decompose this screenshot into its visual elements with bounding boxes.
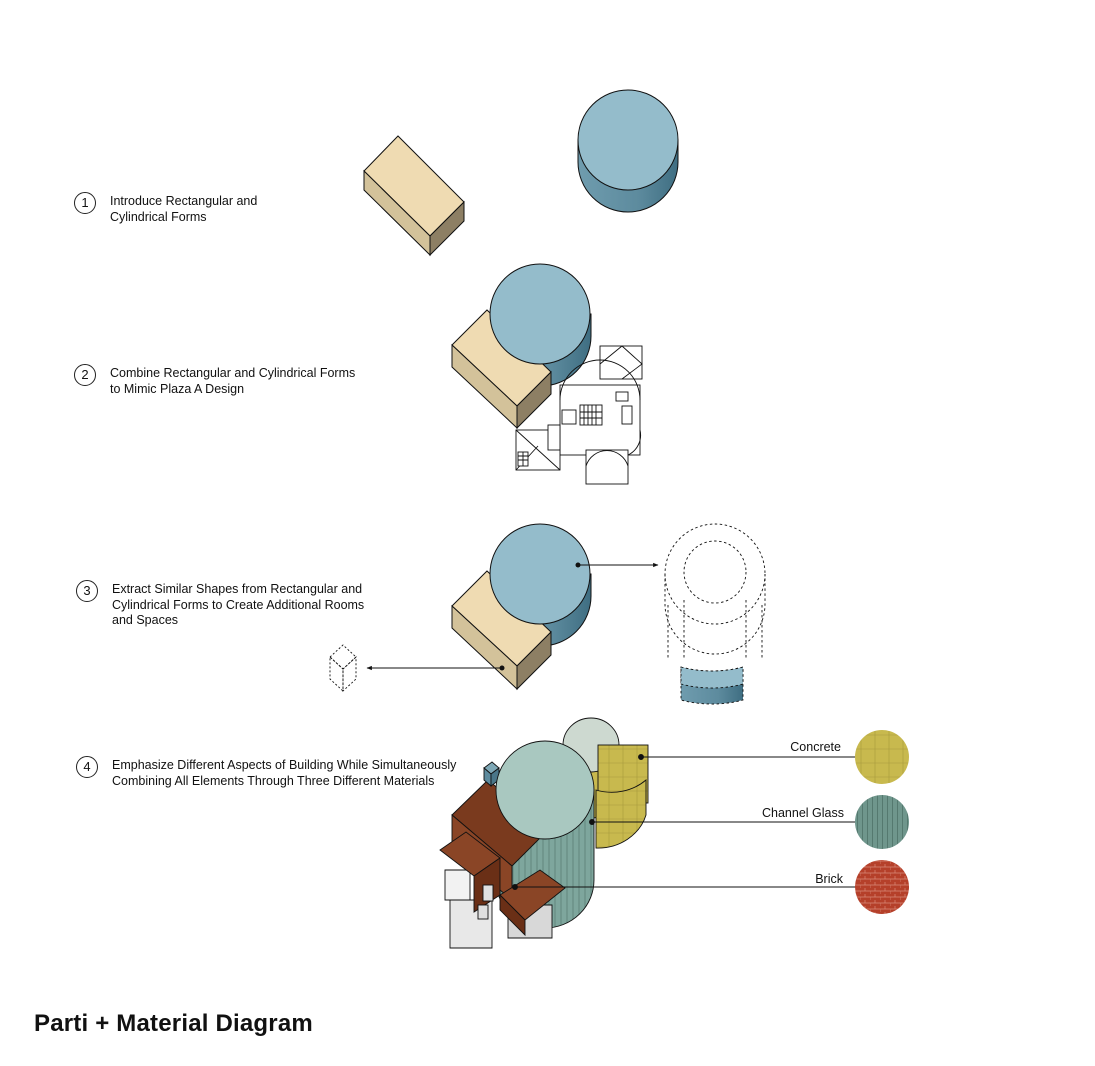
step-3-arrow-left [366,665,505,671]
step-1-cylinder [577,89,679,213]
material-label-concrete: Concrete [790,740,841,754]
swatch-channel-glass [855,795,909,849]
step-1-label: 1 Introduce Rectangular and Cylindrical … [74,192,258,225]
step-1-number: 1 [74,192,96,214]
step-4-text: Emphasize Different Aspects of Building … [112,758,457,788]
step-3-extracted-segment [680,666,744,705]
swatch-concrete [855,730,909,784]
step-1-text: Introduce Rectangular and Cylindrical Fo… [110,194,258,224]
material-label-brick: Brick [815,872,843,886]
step-3-number: 3 [76,580,98,602]
step-2-text: Combine Rectangular and Cylindrical Form… [110,366,356,396]
step-4-number: 4 [76,756,98,778]
step-4-building [439,717,649,949]
step-2-label: 2 Combine Rectangular and Cylindrical Fo… [74,364,356,397]
step-3-arrow-right [575,562,659,568]
step-3-text: Extract Similar Shapes from Rectangular … [112,582,365,627]
step-3-extracted-cylinder [664,523,766,660]
step-3-extracted-cube [329,644,357,693]
material-label-channel-glass: Channel Glass [762,806,844,820]
swatch-brick [855,860,909,914]
step-2-floor-plan [515,345,643,485]
step-4-label: 4 Emphasize Different Aspects of Buildin… [76,756,457,789]
step-1-box [363,135,465,257]
step-2-cylinder-top [489,263,591,365]
step-2-number: 2 [74,364,96,386]
step-3-label: 3 Extract Similar Shapes from Rectangula… [76,580,365,629]
material-leaders [512,754,855,890]
page-title: Parti + Material Diagram [34,1010,313,1037]
step-3-cylinder-top [489,523,591,625]
step-2-box [451,309,552,430]
